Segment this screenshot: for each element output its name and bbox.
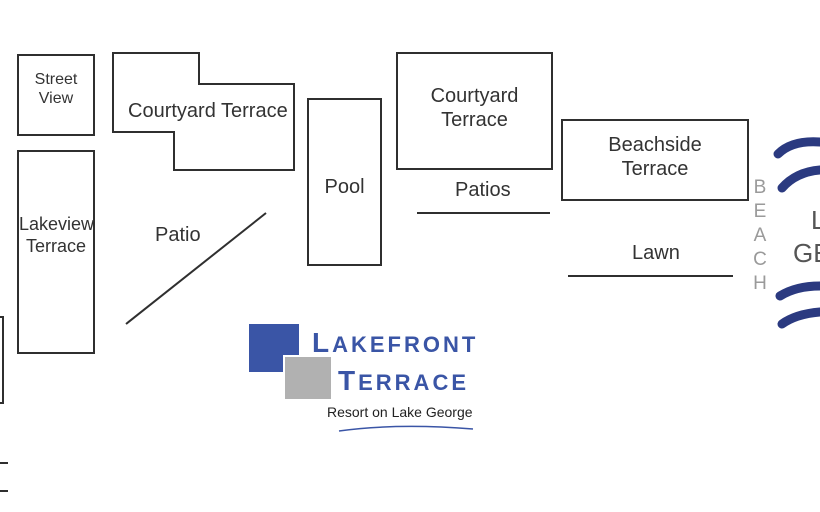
building-partial-left bbox=[0, 316, 4, 404]
patio-line bbox=[125, 212, 267, 325]
logo-gray-square bbox=[283, 355, 333, 401]
patios-line bbox=[417, 212, 550, 214]
edge-tick-1 bbox=[0, 462, 8, 464]
lake-label-partial-2: GE bbox=[793, 238, 820, 268]
lake-label-partial-1: L bbox=[811, 205, 820, 235]
patio-label: Patio bbox=[155, 224, 201, 246]
beach-letter: H bbox=[753, 273, 767, 294]
pool-label: Pool bbox=[324, 176, 365, 198]
beach-label: B E A C H bbox=[750, 176, 770, 296]
building-lakeview-terrace: Lakeview Terrace bbox=[17, 150, 95, 354]
edge-tick-2 bbox=[0, 490, 8, 492]
building-courtyard-terrace-1 bbox=[112, 52, 295, 171]
beach-letter: B bbox=[753, 177, 767, 198]
lawn-line bbox=[568, 275, 733, 277]
building-courtyard-terrace-2: Courtyard Terrace bbox=[396, 52, 553, 170]
beachside-terrace-label: Beachside Terrace bbox=[608, 134, 702, 180]
wave-icon bbox=[773, 137, 820, 329]
beach-letter: E bbox=[753, 201, 767, 222]
beach-letter: A bbox=[753, 225, 767, 246]
logo-word-terrace: TERRACE bbox=[338, 365, 470, 396]
lakeview-terrace-label: Lakeview Terrace bbox=[19, 214, 95, 256]
logo-word-lakefront: LAKEFRONT bbox=[312, 327, 479, 358]
street-view-label: Street View bbox=[34, 71, 78, 108]
courtyard-terrace-2-label: Courtyard Terrace bbox=[430, 85, 519, 131]
patios-label: Patios bbox=[455, 179, 511, 201]
logo-subtitle: Resort on Lake George bbox=[327, 404, 473, 420]
building-pool: Pool bbox=[307, 98, 382, 266]
building-beachside-terrace: Beachside Terrace bbox=[561, 119, 749, 201]
courtyard-terrace-1-label: Courtyard Terrace bbox=[128, 100, 288, 122]
lakefront-terrace-logo: LAKEFRONT TERRACE Resort on Lake George bbox=[249, 324, 549, 439]
beach-letter: C bbox=[753, 249, 767, 270]
building-street-view: Street View bbox=[17, 54, 95, 136]
logo-swoosh bbox=[338, 425, 474, 432]
lawn-label: Lawn bbox=[632, 242, 680, 264]
